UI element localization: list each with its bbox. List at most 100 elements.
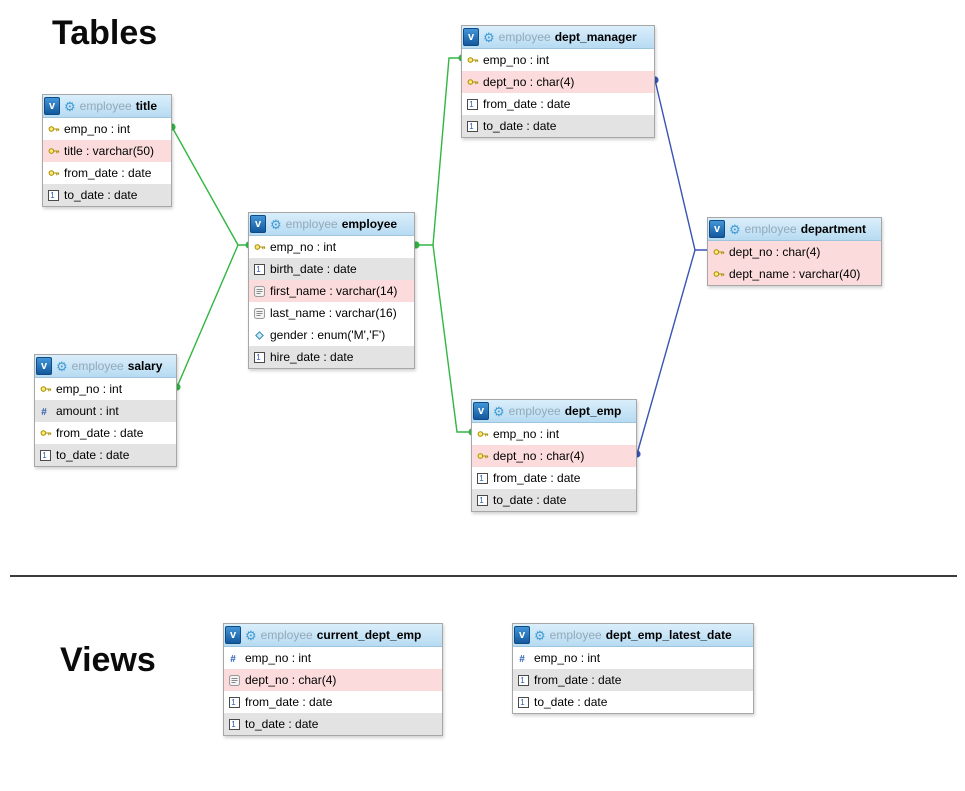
table-row[interactable]: emp_no : int	[43, 118, 171, 140]
svg-text:#: #	[519, 654, 525, 664]
table-row[interactable]: #emp_no : int	[224, 647, 442, 669]
schema-name: employee	[260, 628, 313, 642]
column-label: last_name : varchar(16)	[270, 306, 397, 320]
table-row[interactable]: from_date : date	[43, 162, 171, 184]
table-row[interactable]: emp_no : int	[472, 423, 636, 445]
column-label: to_date : date	[493, 493, 567, 507]
table-row[interactable]: last_name : varchar(16)	[249, 302, 414, 324]
table-row[interactable]: dept_name : varchar(40)	[708, 263, 881, 285]
column-label: dept_no : char(4)	[729, 245, 821, 259]
gear-icon: ⚙	[729, 221, 741, 237]
table-row[interactable]: emp_no : int	[35, 378, 176, 400]
date-icon: 1	[516, 696, 531, 708]
date-icon: 1	[227, 718, 242, 730]
key-icon	[711, 268, 726, 280]
view-badge-icon: v	[463, 28, 479, 46]
column-label: from_date : date	[56, 426, 144, 440]
table-row[interactable]: dept_no : char(4)	[462, 71, 654, 93]
table-row[interactable]: emp_no : int	[462, 49, 654, 71]
column-label: to_date : date	[64, 188, 138, 202]
table-row[interactable]: 1 to_date : date	[43, 184, 171, 206]
gear-icon: ⚙	[483, 29, 495, 45]
column-label: birth_date : date	[270, 262, 357, 276]
column-label: emp_no : int	[245, 651, 312, 665]
table-row[interactable]: 1 to_date : date	[472, 489, 636, 511]
text-icon	[252, 307, 267, 319]
table-row[interactable]: from_date : date	[35, 422, 176, 444]
key-icon	[711, 246, 726, 258]
column-label: dept_no : char(4)	[245, 673, 337, 687]
column-label: emp_no : int	[64, 122, 131, 136]
schema-name: employee	[498, 30, 551, 44]
schema-name: employee	[71, 359, 124, 373]
tables-heading: Tables	[52, 14, 158, 52]
svg-text:1: 1	[231, 720, 236, 729]
svg-text:1: 1	[479, 474, 484, 483]
svg-text:1: 1	[479, 496, 484, 505]
text-icon	[227, 674, 242, 686]
view-badge-icon: v	[44, 97, 60, 115]
table-row[interactable]: #emp_no : int	[513, 647, 753, 669]
table-row[interactable]: first_name : varchar(14)	[249, 280, 414, 302]
int-icon: #	[38, 406, 53, 417]
view-badge-icon: v	[225, 626, 241, 644]
svg-text:1: 1	[256, 265, 261, 274]
table-row[interactable]: gender : enum('M','F')	[249, 324, 414, 346]
table-row[interactable]: dept_no : char(4)	[708, 241, 881, 263]
table-name: employee	[341, 217, 398, 231]
table-row[interactable]: #amount : int	[35, 400, 176, 422]
table-row[interactable]: dept_no : char(4)	[224, 669, 442, 691]
svg-text:1: 1	[231, 698, 236, 707]
column-label: from_date : date	[534, 673, 622, 687]
key-icon	[475, 428, 490, 440]
column-label: emp_no : int	[483, 53, 550, 67]
table-row[interactable]: title : varchar(50)	[43, 140, 171, 162]
column-label: amount : int	[56, 404, 119, 418]
date-icon: 1	[465, 120, 480, 132]
table-name: title	[135, 99, 158, 113]
table-name: department	[800, 222, 867, 236]
svg-text:1: 1	[469, 122, 474, 131]
svg-text:1: 1	[42, 451, 47, 460]
schema-name: employee	[549, 628, 602, 642]
table-row[interactable]: dept_no : char(4)	[472, 445, 636, 467]
date-icon: 1	[465, 98, 480, 110]
date-icon: 1	[252, 351, 267, 363]
key-icon	[465, 76, 480, 88]
table-row[interactable]: 1 birth_date : date	[249, 258, 414, 280]
views-heading: Views	[60, 641, 156, 679]
svg-text:1: 1	[50, 191, 55, 200]
section-divider	[10, 575, 957, 577]
date-icon: 1	[516, 674, 531, 686]
key-icon	[252, 241, 267, 253]
table-row[interactable]: emp_no : int	[249, 236, 414, 258]
column-label: gender : enum('M','F')	[270, 328, 386, 342]
key-icon	[38, 383, 53, 395]
text-icon	[252, 285, 267, 297]
